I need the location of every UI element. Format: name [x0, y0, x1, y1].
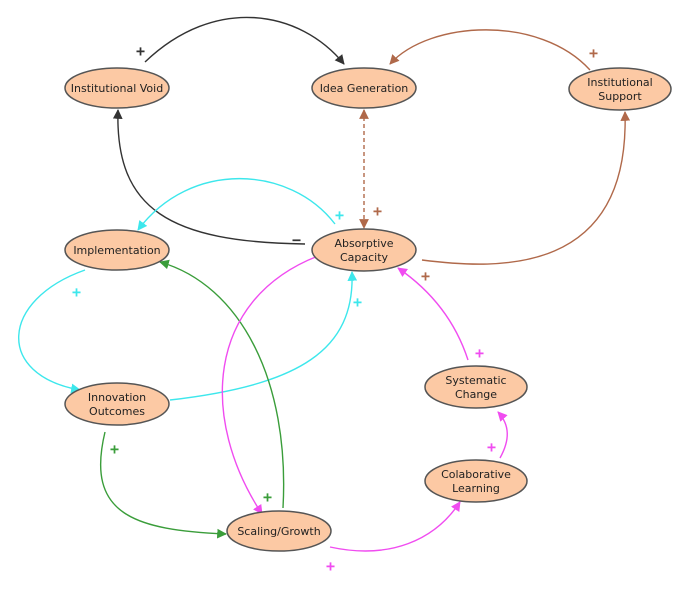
node-label: Idea Generation: [320, 82, 409, 95]
node-label-line-2: Capacity: [340, 251, 389, 264]
sign-implementation-to-outcomes: +: [72, 283, 81, 301]
node-label: Implementation: [73, 244, 160, 257]
edge-systematic-to-absorptive: [397, 267, 469, 361]
edge-absorptive-to-void: [112, 109, 306, 245]
node-institutional-support[interactable]: Institutional Support: [568, 67, 672, 111]
edge-scaling-to-implementation: [159, 259, 285, 509]
node-label-line-2: Support: [598, 90, 642, 103]
node-label-line-2: Outcomes: [89, 405, 145, 418]
node-label-line-1: Systematic: [445, 374, 506, 387]
node-absorptive-capacity[interactable]: Absorptive Capacity: [311, 228, 417, 272]
sign-idea-absorptive: +: [373, 202, 382, 220]
edge-learning-to-systematic: [497, 411, 508, 459]
edge-outcomes-to-scaling: [100, 431, 227, 539]
node-label-line-2: Change: [455, 388, 497, 401]
sign-learning-to-systematic: +: [487, 438, 496, 456]
edge-support-to-idea: [389, 29, 591, 71]
sign-outcomes-to-absorptive: +: [353, 293, 362, 311]
node-scaling-growth[interactable]: Scaling/Growth: [226, 510, 332, 552]
edge-absorptive-to-implementation: [137, 178, 336, 231]
sign-void-to-idea: +: [136, 42, 145, 60]
node-label-line-1: Institutional: [587, 76, 652, 89]
node-label-line-1: Absorptive: [334, 237, 393, 250]
sign-absorptive-to-support: +: [421, 267, 430, 285]
node-systematic-change[interactable]: Systematic Change: [424, 365, 528, 409]
sign-outcomes-to-scaling: +: [110, 440, 119, 458]
sign-absorptive-to-void: −: [292, 231, 301, 249]
sign-scaling-to-learning: +: [326, 557, 335, 575]
edge-absorptive-to-scaling: [221, 255, 319, 515]
node-label: Institutional Void: [71, 82, 163, 95]
sign-systematic-to-absorptive: +: [475, 344, 484, 362]
edge-outcomes-to-absorptive: [169, 271, 358, 401]
node-colaborative-learning[interactable]: Colaborative Learning: [424, 459, 528, 503]
node-label: Scaling/Growth: [237, 525, 320, 538]
edge-implementation-to-outcomes: [18, 269, 86, 394]
node-label-line-1: Innovation: [88, 391, 146, 404]
sign-scaling-to-implementation: +: [263, 488, 272, 506]
node-label-line-2: Learning: [452, 482, 500, 495]
edge-void-to-idea: [144, 16, 345, 65]
node-label-line-1: Colaborative: [441, 468, 511, 481]
node-innovation-outcomes[interactable]: Innovation Outcomes: [64, 382, 170, 426]
node-idea-generation[interactable]: Idea Generation: [311, 67, 417, 109]
sign-absorptive-to-implementation: +: [335, 206, 344, 224]
edge-scaling-to-learning: [329, 501, 461, 552]
node-implementation[interactable]: Implementation: [64, 229, 170, 271]
sign-support-to-idea: +: [589, 44, 598, 62]
edge-absorptive-to-support: [421, 111, 631, 265]
node-institutional-void[interactable]: Institutional Void: [64, 67, 170, 109]
